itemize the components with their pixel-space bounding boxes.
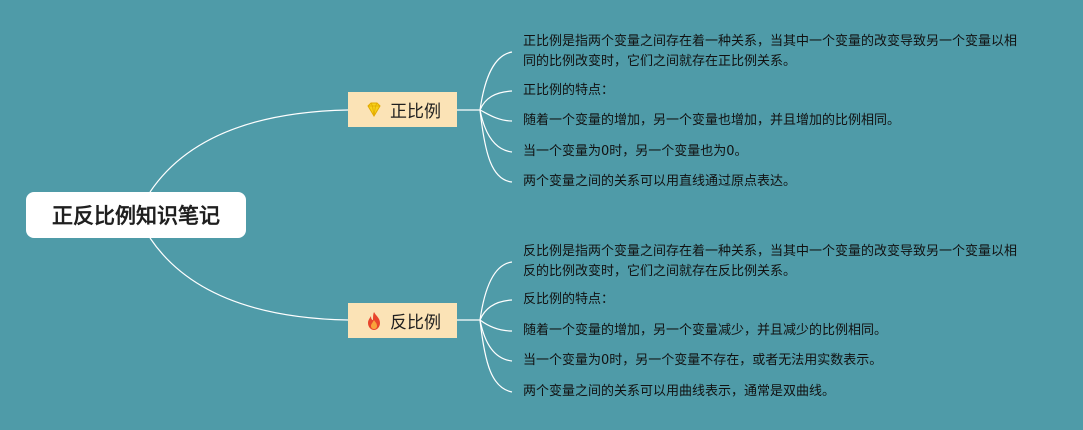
leaf-inverse-definition[interactable]: 反比例是指两个变量之间存在着一种关系，当其中一个变量的改变导致另一个变量以相反的… [523,244,1018,279]
leaf-inverse-features-heading[interactable]: 反比例的特点： [523,292,615,307]
leaf-direct-feature-3[interactable]: 两个变量之间的关系可以用直线通过原点表达。 [523,174,797,189]
leaf-direct-features-heading[interactable]: 正比例的特点： [523,83,615,98]
leaf-direct-definition[interactable]: 正比例是指两个变量之间存在着一种关系，当其中一个变量的改变导致另一个变量以相同的… [523,34,1018,69]
connector-branch-1-leaf-4 [479,109,513,153]
branch-label: 正比例 [390,102,441,122]
connector-branch-2-leaf-1 [479,261,513,321]
connector-branch-2-leaf-3 [479,319,513,332]
branch-topic-direct-proportion[interactable]: 正比例 [348,92,457,127]
connector-root-branch-2 [149,237,349,321]
fire-icon [364,311,384,331]
connector-branch-1-leaf-2 [479,90,513,111]
connector-branch-2-leaf-2 [479,299,513,321]
connector-root-branch-1 [149,109,349,193]
leaf-inverse-feature-1[interactable]: 随着一个变量的增加，另一个变量减少，并且减少的比例相同。 [523,323,888,338]
connector-branch-1-leaf-3 [479,109,513,122]
root-topic[interactable]: 正反比例知识笔记 [26,192,246,238]
root-title: 正反比例知识笔记 [52,204,220,228]
connector-branch-2-leaf-4 [479,319,513,362]
branch-topic-inverse-proportion[interactable]: 反比例 [348,303,457,338]
leaf-inverse-feature-2[interactable]: 当一个变量为0时，另一个变量不存在，或者无法用实数表示。 [523,353,883,368]
branch-label: 反比例 [390,313,441,333]
leaf-inverse-feature-3[interactable]: 两个变量之间的关系可以用曲线表示，通常是双曲线。 [523,384,836,399]
connector-branch-1-leaf-5 [479,109,513,183]
diamond-icon [364,100,384,120]
connector-branch-2-leaf-5 [479,319,513,393]
leaf-direct-feature-1[interactable]: 随着一个变量的增加，另一个变量也增加，并且增加的比例相同。 [523,113,901,128]
connector-branch-1-leaf-1 [479,51,513,111]
leaf-direct-feature-2[interactable]: 当一个变量为0时，另一个变量也为0。 [523,144,748,159]
